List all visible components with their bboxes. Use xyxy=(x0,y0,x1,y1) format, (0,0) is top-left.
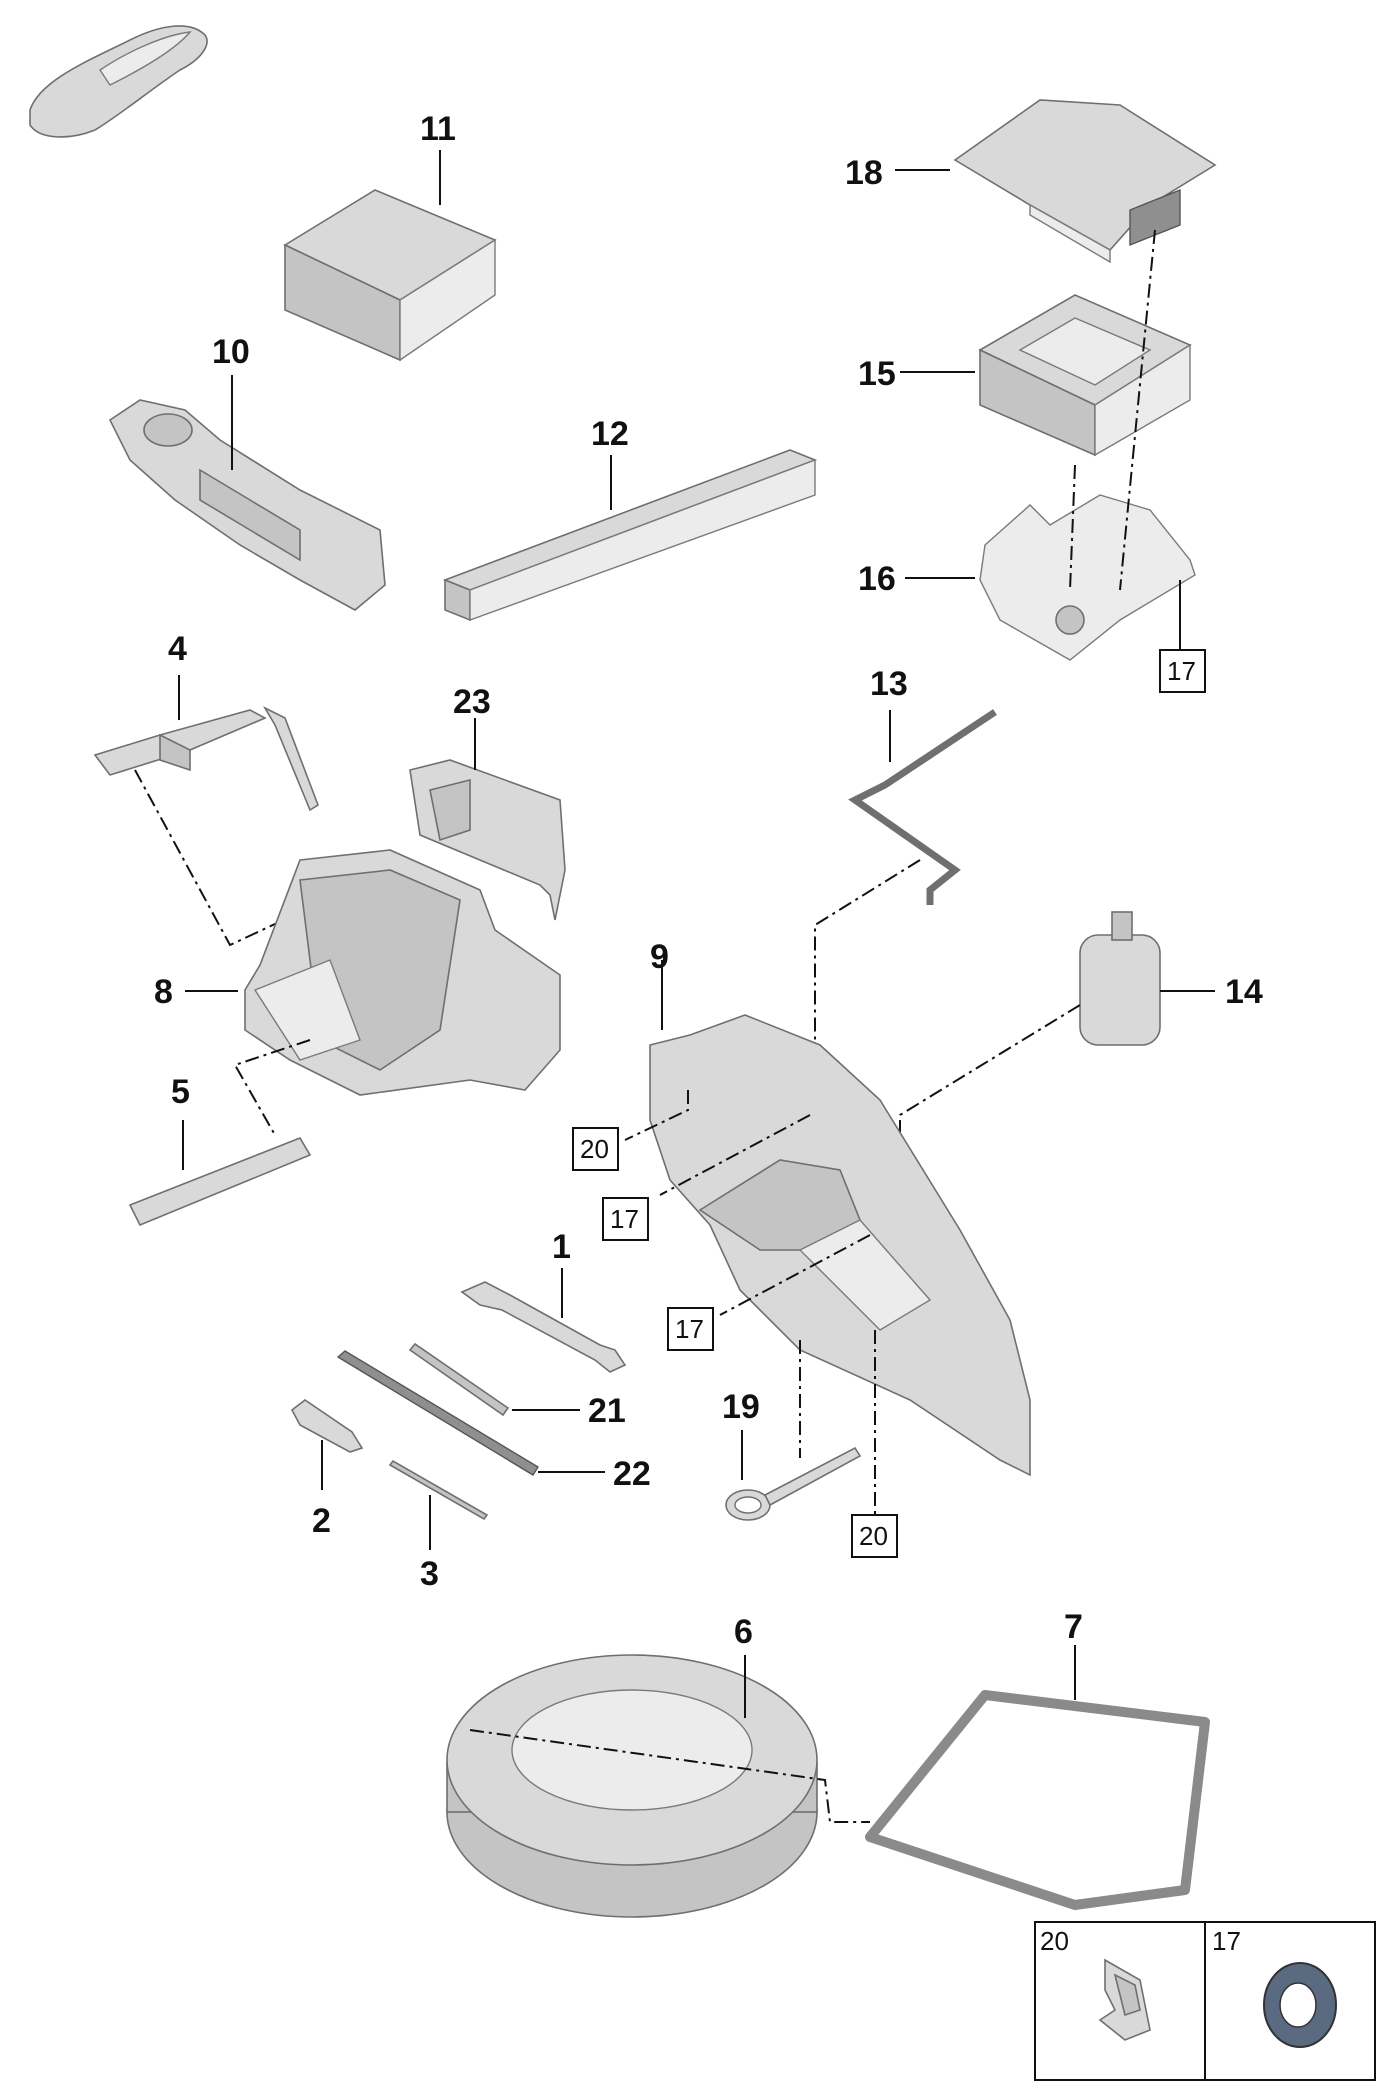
boxed-ref-20-bottom xyxy=(851,1514,898,1558)
part-16-bracket xyxy=(979,494,1196,661)
part-6-wheel-cover xyxy=(446,1654,818,1918)
car-silhouette-icon xyxy=(29,25,208,138)
grommet-icon xyxy=(1263,1962,1337,2048)
callout-4: 4 xyxy=(168,630,187,668)
part-13-crank xyxy=(848,709,997,905)
callout-22: 22 xyxy=(613,1455,651,1493)
part-19-towing-eye xyxy=(725,1446,862,1521)
callout-18: 18 xyxy=(845,154,883,192)
part-23-foam-block xyxy=(409,759,566,921)
part-9-carrier xyxy=(649,1014,1031,1477)
part-22-rod xyxy=(336,1350,539,1476)
callout-14: 14 xyxy=(1225,973,1263,1011)
boxed-ref-20-left xyxy=(572,1127,619,1171)
part-3-pin xyxy=(388,1459,489,1521)
boxed-ref-20-left-label: 20 xyxy=(580,1134,609,1164)
boxed-ref-17-top xyxy=(1159,649,1206,693)
clip-icon xyxy=(1098,1958,1151,2041)
callout-10: 10 xyxy=(212,333,250,371)
part-7-frame xyxy=(865,1690,1210,1910)
part-2-screwdriver xyxy=(290,1399,364,1453)
part-21-rod xyxy=(408,1342,510,1417)
callout-3: 3 xyxy=(420,1555,439,1593)
boxed-ref-17-mid-label: 17 xyxy=(610,1204,639,1234)
boxed-ref-17-top-label: 17 xyxy=(1167,656,1196,686)
boxed-ref-17-low-label: 17 xyxy=(675,1314,704,1344)
legend-box: 20 17 xyxy=(1034,1921,1376,2081)
callout-2: 2 xyxy=(312,1502,331,1540)
part-15-tray xyxy=(978,294,1192,457)
callout-11: 11 xyxy=(420,110,456,148)
callout-13: 13 xyxy=(870,665,908,703)
callout-12: 12 xyxy=(591,415,629,453)
callout-21: 21 xyxy=(588,1392,626,1430)
part-10-foam-tray xyxy=(108,399,386,611)
part-4-jack xyxy=(93,706,319,812)
part-8-tool-tray xyxy=(244,849,561,1096)
part-11-box xyxy=(283,189,497,362)
callout-8: 8 xyxy=(154,973,173,1011)
callout-19: 19 xyxy=(722,1388,760,1426)
part-1-wrench xyxy=(460,1281,627,1373)
legend-label-20: 20 xyxy=(1040,1926,1069,1956)
legend-label-17: 17 xyxy=(1212,1926,1241,1956)
part-14-bottle xyxy=(1079,911,1161,1046)
callout-5: 5 xyxy=(171,1073,190,1111)
callout-7: 7 xyxy=(1064,1608,1083,1646)
part-12-bar xyxy=(442,449,818,622)
callout-15: 15 xyxy=(858,355,896,393)
callout-9: 9 xyxy=(650,938,669,976)
callout-6: 6 xyxy=(734,1613,753,1651)
callout-16: 16 xyxy=(858,560,896,598)
boxed-ref-20-bottom-label: 20 xyxy=(859,1521,888,1551)
callout-23: 23 xyxy=(453,683,491,721)
part-5-extension-bar xyxy=(128,1137,312,1227)
callout-1: 1 xyxy=(552,1228,571,1266)
boxed-ref-17-mid xyxy=(602,1197,649,1241)
boxed-ref-17-low xyxy=(667,1307,714,1351)
part-18-cover xyxy=(953,99,1217,264)
